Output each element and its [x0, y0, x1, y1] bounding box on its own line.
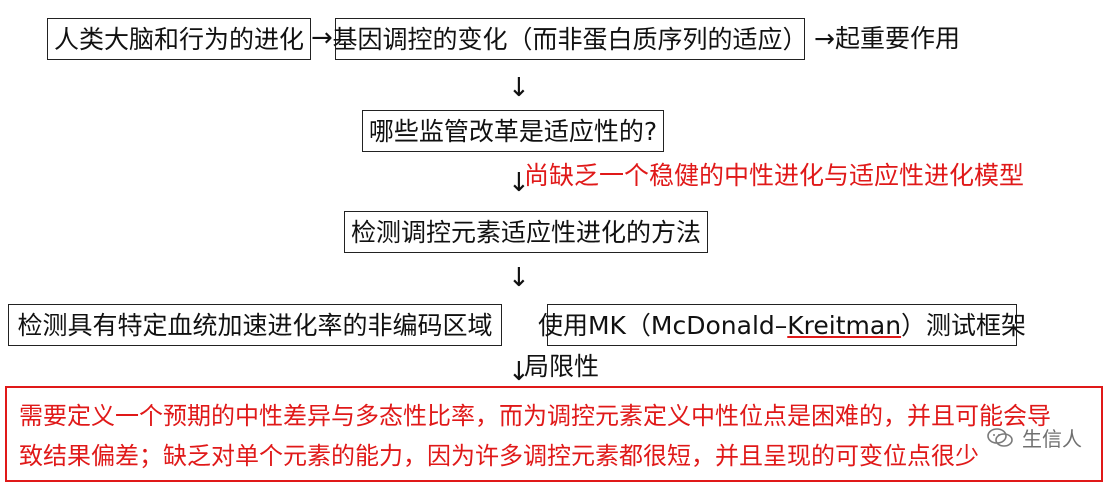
question-box-label: 哪些监管改革是适应性的? — [368, 116, 658, 146]
noncoding-regions-box: 检测具有特定血统加速进化率的非编码区域 — [8, 304, 502, 346]
mk-test-prefix: 使用MK（McDonald– — [537, 310, 788, 340]
mk-test-box: 使用MK（McDonald–Kreitman）测试框架 — [538, 304, 1026, 346]
watermark-text: 生信人 — [1022, 427, 1082, 451]
important-role-label: →起重要作用 — [814, 24, 960, 53]
evolution-box-label: 人类大脑和行为的进化 — [53, 24, 304, 54]
question-box: 哪些监管改革是适应性的? — [362, 110, 664, 152]
noncoding-regions-box-label: 检测具有特定血统加速进化率的非编码区域 — [17, 310, 493, 340]
down-arrow-2: ↓ — [508, 168, 530, 198]
evolution-box: 人类大脑和行为的进化 — [47, 18, 311, 60]
down-arrow-3: ↓ — [508, 263, 530, 293]
mk-test-underlined: Kreitman — [787, 310, 902, 340]
mk-test-suffix: ）测试框架 — [901, 310, 1027, 340]
right-arrow-1: → — [311, 23, 333, 53]
down-arrow-1: ↓ — [508, 73, 530, 103]
model-gap-note: 尚缺乏一个稳健的中性进化与适应性进化模型 — [524, 161, 1025, 190]
limitation-box: 需要定义一个预期的中性差异与多态性比率，而为调控元素定义中性位点是困难的，并且可… — [5, 386, 1103, 482]
wechat-logo-icon — [987, 427, 1013, 447]
gene-regulation-box-label: 基因调控的变化（而非蛋白质序列的适应） — [332, 24, 808, 54]
gene-regulation-box: 基因调控的变化（而非蛋白质序列的适应） — [332, 18, 808, 60]
limitation-line-1: 需要定义一个预期的中性差异与多态性比率，而为调控元素定义中性位点是困难的，并且可… — [19, 402, 1051, 430]
mk-test-box-label: 使用MK（McDonald–Kreitman）测试框架 — [538, 313, 1026, 338]
method-box: 检测调控元素适应性进化的方法 — [344, 211, 708, 253]
limitation-label: 局限性 — [524, 352, 600, 381]
watermark: 生信人 — [986, 423, 1082, 452]
down-arrow-4: ↓ — [508, 357, 530, 387]
limitation-line-2: 致结果偏差；缺乏对单个元素的能力，因为许多调控元素都很短，并且呈现的可变位点很少 — [19, 442, 979, 470]
method-box-label: 检测调控元素适应性进化的方法 — [350, 217, 701, 247]
